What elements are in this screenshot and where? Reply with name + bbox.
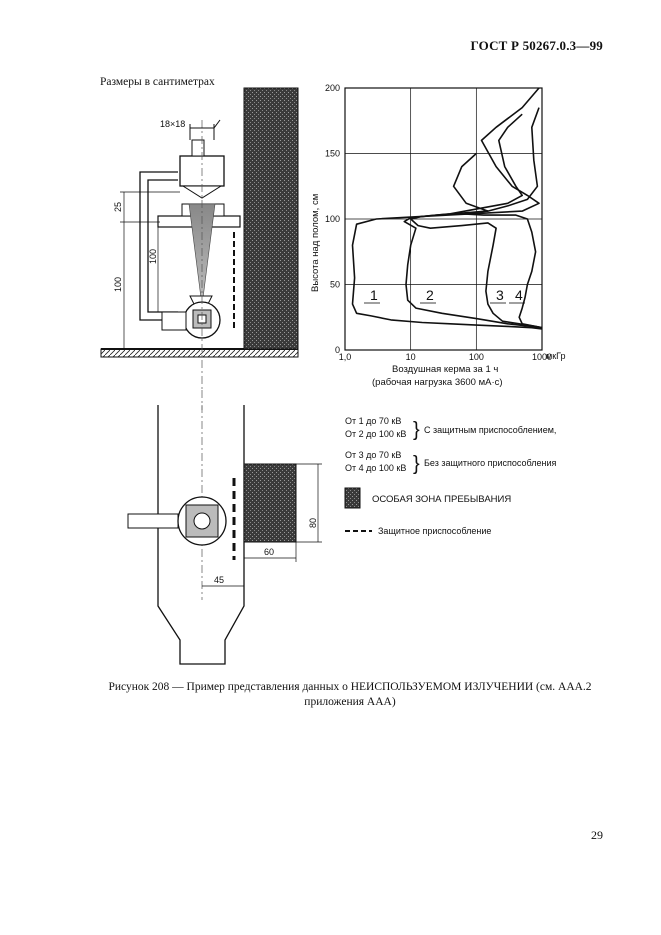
dim-25: 25 [113, 202, 123, 212]
legend-g2-line2: От 4 до 100 кВ [345, 463, 406, 473]
legend-zone-label: ОСОБАЯ ЗОНА ПРЕБЫВАНИЯ [372, 494, 511, 505]
dose-chart: 0 50 100 150 200 1,0 10 100 1000 мкГр Высота на… [310, 83, 566, 388]
x-axis-ticks: 1,0 10 100 1000 [339, 352, 552, 362]
series-1-label: 1 [370, 287, 378, 303]
legend-g1-line2: От 2 до 100 кВ [345, 429, 406, 439]
arm [127, 513, 179, 529]
c-arm [139, 171, 178, 321]
series-3-line [409, 113, 543, 329]
dim-100-inner: 100 [148, 249, 158, 264]
legend-g2-label: Без защитного приспособления [424, 458, 556, 468]
y-tick-label: 50 [330, 280, 340, 290]
series-2-line [403, 152, 543, 329]
x-tick-label: 10 [406, 352, 416, 362]
chart-series [351, 87, 543, 330]
legend-shield-label: Защитное приспособление [378, 526, 491, 536]
y-axis-label: Высота над полом, см [310, 194, 321, 292]
table-outline [157, 405, 245, 665]
series-1-line [351, 87, 543, 330]
caption-line-2: приложения ААА) [304, 696, 396, 708]
floor [100, 348, 299, 358]
y-tick-label: 100 [325, 214, 340, 224]
standard-number: ГОСТ Р 50267.0.3—99 [470, 38, 603, 53]
svg-text:}: } [413, 453, 420, 475]
legend-zone-swatch [344, 487, 361, 509]
occupancy-zone-side [243, 87, 299, 350]
legend-g2-line1: От 3 до 70 кВ [345, 450, 401, 460]
series-3-label: 3 [496, 287, 504, 303]
side-view: 18×18 25 100 100 [100, 87, 299, 390]
dim-80: 80 [308, 518, 318, 528]
x-axis-unit: мкГр [546, 351, 566, 361]
dim-collimator: 18×18 [160, 119, 185, 129]
units-note: Размеры в сантиметрах [100, 76, 215, 88]
dim-60: 60 [264, 547, 274, 557]
occupancy-zone-plan [243, 463, 297, 543]
x-tick-label: 100 [469, 352, 484, 362]
dim-45: 45 [214, 575, 224, 585]
y-axis-ticks: 0 50 100 150 200 [325, 83, 340, 355]
dim-100-outer: 100 [113, 277, 123, 292]
svg-text:}: } [413, 419, 420, 441]
legend-g1-line1: От 1 до 70 кВ [345, 416, 401, 426]
x-axis-label-2: (рабочая нагрузка 3600 мА·с) [372, 377, 503, 388]
caption-line-1: Рисунок 208 — Пример представления данны… [108, 681, 592, 693]
page-number: 29 [591, 828, 603, 842]
x-tick-label: 1,0 [339, 352, 352, 362]
y-tick-label: 200 [325, 83, 340, 93]
legend-g1-label: С защитным приспособлением, [424, 425, 556, 435]
y-tick-label: 150 [325, 149, 340, 159]
x-tick-label: 1000 [532, 352, 552, 362]
series-2-label: 2 [426, 287, 434, 303]
figure-caption: Рисунок 208 — Пример представления данны… [70, 680, 630, 710]
series-4-label: 4 [515, 287, 523, 303]
series-4-line [461, 107, 543, 329]
y-tick-label: 0 [335, 345, 340, 355]
x-axis-label: Воздушная керма за 1 ч [392, 364, 498, 375]
legend: От 1 до 70 кВ От 2 до 100 кВ } С защитны… [344, 416, 556, 536]
plan-view: 80 60 45 [127, 405, 322, 665]
